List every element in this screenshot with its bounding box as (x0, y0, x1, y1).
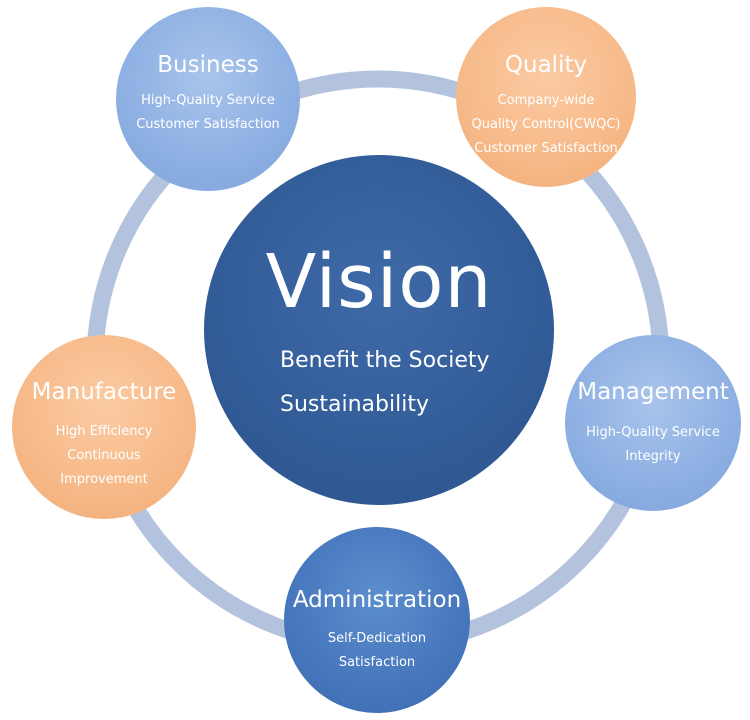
manufacture-title: Manufacture (31, 379, 177, 405)
business-lines: High-Quality Service Customer Satisfacti… (96, 89, 320, 137)
administration-title: Administration (292, 587, 462, 613)
vision-title: Vision (265, 239, 493, 325)
manufacture-line: Improvement (60, 472, 148, 487)
quality-title: Quality (504, 52, 588, 78)
quality-line: Customer Satisfaction (474, 141, 618, 156)
vision-line-2: Sustainability (280, 392, 429, 417)
quality-lines: Company-wide Quality Control(CWQC) Custo… (436, 89, 656, 161)
manufacture-lines: High Efficiency Continuous Improvement (0, 420, 216, 492)
management-circle: Management High-Quality Service Integrit… (565, 335, 741, 511)
management-line: High-Quality Service (586, 425, 720, 440)
vision-line-1: Benefit the Society (280, 348, 490, 373)
manufacture-line: Continuous (67, 448, 141, 463)
quality-circle: Quality Company-wide Quality Control(CWQ… (456, 7, 636, 187)
business-line: Customer Satisfaction (136, 117, 280, 132)
manufacture-line: High Efficiency (55, 424, 153, 439)
administration-line: Self-Dedication (327, 631, 427, 646)
quality-line: Quality Control(CWQC) (471, 117, 621, 132)
management-lines: High-Quality Service Integrity (545, 421, 750, 469)
business-circle: Business High-Quality Service Customer S… (116, 7, 300, 191)
management-line: Integrity (625, 449, 681, 464)
administration-line: Satisfaction (338, 655, 416, 670)
administration-lines: Self-Dedication Satisfaction (264, 627, 490, 675)
manufacture-circle: Manufacture High Efficiency Continuous I… (12, 335, 196, 519)
management-title: Management (577, 379, 729, 405)
quality-line: Company-wide (497, 93, 595, 108)
administration-circle: Administration Self-Dedication Satisfact… (284, 527, 470, 713)
business-title: Business (157, 52, 259, 78)
vision-center-circle: Vision Benefit the Society Sustainabilit… (204, 155, 554, 505)
business-line: High-Quality Service (141, 93, 275, 108)
